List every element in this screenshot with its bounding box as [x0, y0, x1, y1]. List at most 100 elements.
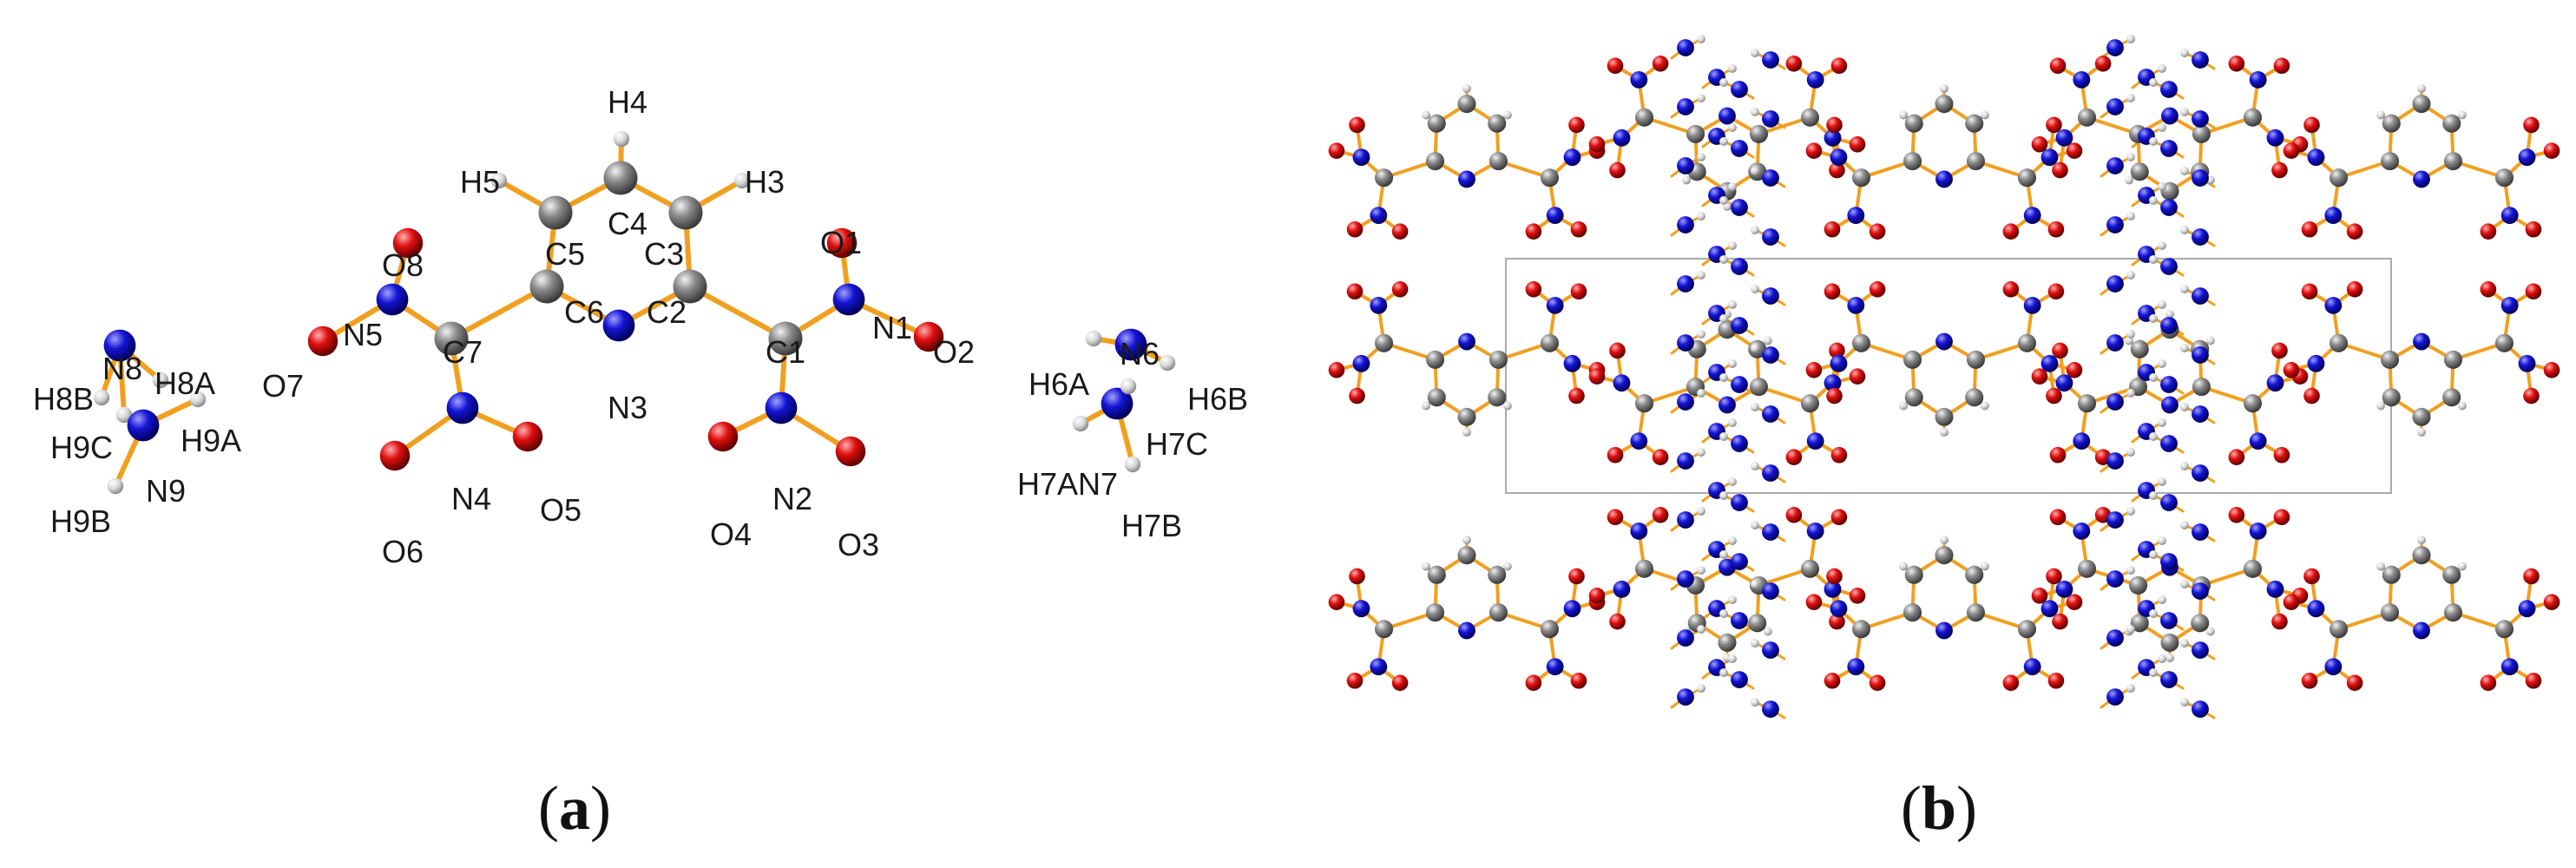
atom-H-cation-0 — [1751, 285, 1759, 293]
atom-H-cation-1 — [2149, 491, 2158, 500]
atom-O-anion-2-2 — [2046, 568, 2062, 585]
atom-N-cation-0 — [1731, 140, 1748, 157]
atom-H-cation-1 — [2126, 212, 2135, 220]
atom-H-cation-0 — [1719, 196, 1728, 205]
atom-O-anion-0-0 — [1328, 142, 1345, 160]
atom-ring-anion-4-2 — [2413, 621, 2430, 640]
atom-O-anion-4-0 — [2346, 223, 2363, 240]
atom-O-anion-2-0 — [1824, 220, 1841, 238]
atom-H-cation-0 — [1719, 137, 1728, 146]
atom-H-anion-4-2 — [2457, 562, 2467, 571]
atom-H-cation-0 — [1728, 536, 1737, 545]
atom-N-anion-2-0 — [1847, 207, 1865, 225]
atom-ring-anion-0-1 — [1458, 332, 1475, 351]
atom-O-anion-3-2 — [2049, 509, 2067, 526]
atom-N-cation-1 — [2160, 140, 2178, 157]
atom-N-anion-4-1 — [2518, 354, 2536, 372]
atom-O-anion-1-1 — [1830, 446, 1848, 464]
label-C5: C5 — [545, 236, 585, 272]
atom-H-cation-1 — [2180, 403, 2189, 411]
label-O3: O3 — [838, 527, 879, 562]
atom-H-cation-1 — [2180, 49, 2189, 57]
atom-O-anion-4-0 — [2523, 116, 2540, 134]
atom-N-anion-3-0 — [2249, 70, 2267, 89]
atom-C-anion-1-2 — [1800, 559, 1820, 578]
atom-O-anion-2-0 — [2046, 116, 2062, 134]
atom-H-cation-0 — [1697, 94, 1705, 102]
atom-N-cation-1 — [2106, 334, 2124, 352]
atom-ring-anion-1-2 — [1718, 633, 1737, 652]
atom-N-cation-0 — [1731, 612, 1748, 629]
atom-H-cation-0 — [1697, 507, 1705, 516]
atom-ring-anion-3-2 — [2160, 633, 2179, 652]
atom-O-anion-0-0 — [1391, 223, 1409, 240]
atom-N-cation-0 — [1762, 700, 1779, 718]
atom-N4 — [446, 391, 479, 424]
atom-N-cation-0 — [1762, 287, 1779, 305]
atom-O-anion-4-1 — [2283, 361, 2300, 378]
atom-N-cation-1 — [2192, 523, 2209, 541]
atom-N-cation-0 — [1677, 39, 1694, 56]
atom-O-anion-2-1 — [1869, 280, 1886, 298]
atom-N2 — [765, 391, 798, 424]
atom-N-anion-4-1 — [2324, 296, 2343, 314]
atom-ring-anion-2-1 — [1935, 407, 1954, 426]
atom-ring-anion-4-1 — [2413, 332, 2430, 351]
atom-H-anion-4-1 — [2376, 401, 2386, 411]
atom-H6A — [1085, 330, 1102, 347]
atom-O-anion-3-1 — [2031, 368, 2048, 385]
atom-H9C — [115, 406, 133, 424]
atom-ring-anion-3-0 — [2192, 124, 2211, 143]
atom-O-anion-3-2 — [2052, 613, 2068, 630]
atom-N-anion-4-2 — [2324, 658, 2343, 676]
atom-O-anion-1-2 — [1609, 613, 1626, 630]
label-N8: N8 — [102, 351, 142, 386]
atom-O-anion-2-1 — [1826, 387, 1843, 404]
label-O5: O5 — [540, 492, 582, 528]
atom-O-anion-2-1 — [1824, 283, 1841, 300]
panel-a-bonds — [99, 136, 1170, 489]
atom-O1 — [826, 227, 858, 259]
atom-O-anion-1-2 — [1652, 506, 1669, 523]
label-H9B: H9B — [50, 503, 111, 539]
atom-N-cation-0 — [1731, 376, 1748, 393]
atom-H-cation-1 — [2126, 94, 2135, 102]
atom-O-anion-4-0 — [2543, 142, 2560, 160]
atom-O-anion-0-0 — [1568, 116, 1585, 134]
atom-ring-anion-0-0 — [1458, 170, 1475, 188]
label-N4: N4 — [451, 481, 491, 516]
atom-ring-anion-4-2 — [2381, 603, 2400, 622]
atom-N-anion-3-0 — [2266, 128, 2284, 147]
atom-H-cation-1 — [2126, 507, 2135, 516]
atom-ring-anion-0-0 — [1488, 114, 1507, 133]
atom-O-anion-4-2 — [2523, 568, 2540, 585]
atom-N-cation-0 — [1762, 169, 1779, 187]
atom-H-cation-1 — [2180, 462, 2189, 470]
atom-C-anion-2-2 — [1851, 620, 1871, 639]
atom-O-anion-0-2 — [1570, 672, 1587, 689]
atom-O-anion-4-1 — [2523, 387, 2540, 404]
atom-H-cation-0 — [1728, 477, 1737, 486]
atom-H-anion-3-1 — [2165, 310, 2174, 319]
atom-ring-anion-2-0 — [1935, 95, 1954, 114]
atom-ring-anion-4-0 — [2412, 95, 2431, 114]
atom-N-anion-0-2 — [1352, 600, 1370, 618]
atom-O-anion-3-2 — [2271, 613, 2288, 630]
atom-O-anion-2-1 — [2066, 361, 2083, 378]
atom-C-anion-0-2 — [1374, 620, 1394, 639]
atom-H7A — [1072, 415, 1089, 432]
atom-ring-anion-2-1 — [1965, 388, 1984, 407]
atom-O-anion-2-0 — [1826, 116, 1843, 134]
atom-H-cation-0 — [1697, 625, 1705, 634]
label-O2: O2 — [933, 334, 975, 370]
atom-N-cation-0 — [1731, 258, 1748, 275]
atom-H-anion-4-1 — [2457, 401, 2467, 411]
atom-O8 — [392, 227, 424, 259]
atom-O-anion-3-0 — [2273, 57, 2290, 75]
atom-ring-anion-2-2 — [1935, 546, 1954, 565]
atom-O-anion-0-2 — [1568, 568, 1585, 585]
atom-H-anion-4-0 — [2376, 110, 2386, 120]
atom-N-cation-0 — [1677, 452, 1694, 470]
atom-H-cation-0 — [1697, 153, 1705, 161]
atom-H9B — [107, 477, 124, 495]
